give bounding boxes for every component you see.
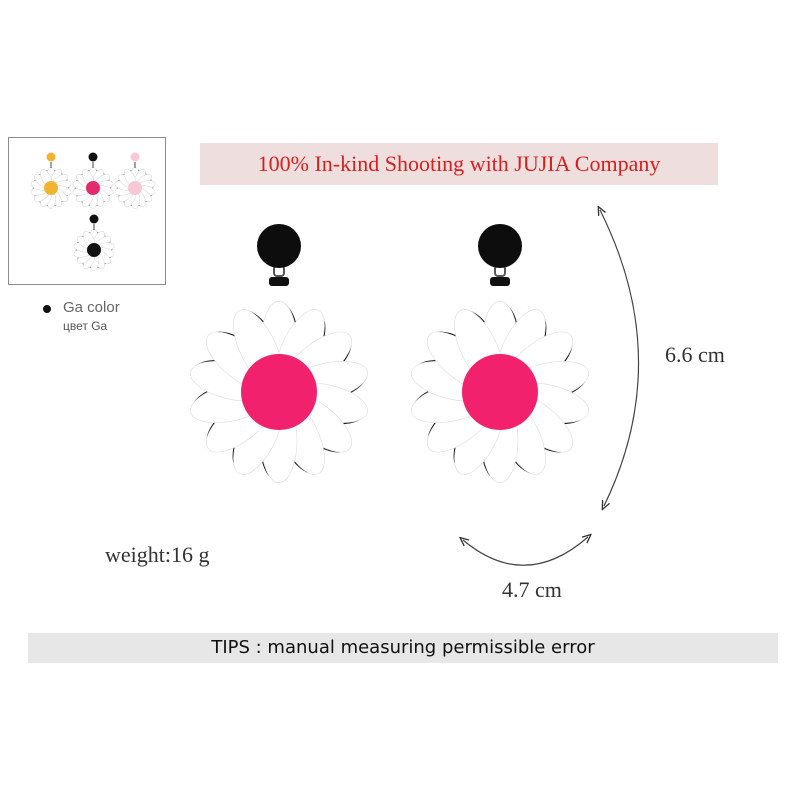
weight-label: weight:16 g <box>105 542 210 567</box>
connector <box>490 277 510 286</box>
ear-stud <box>89 214 99 224</box>
height-label: 6.6 cm <box>665 342 725 367</box>
ear-stud <box>130 152 140 162</box>
width-label: 4.7 cm <box>502 577 562 602</box>
headline-banner: 100% In-kind Shooting with JUJIA Company <box>200 143 718 185</box>
variant-light-pink[interactable] <box>114 152 156 209</box>
ear-stud <box>88 152 98 162</box>
connector <box>269 277 289 286</box>
flower-center <box>86 181 100 195</box>
color-sublabel: цвет Ga <box>63 319 108 333</box>
flower-center <box>241 354 317 430</box>
color-label: Ga color <box>63 299 120 316</box>
earring-right <box>411 224 589 483</box>
variant-pink[interactable] <box>72 152 114 209</box>
ear-stud <box>478 224 522 268</box>
ear-stud <box>46 152 56 162</box>
flower-center <box>462 354 538 430</box>
color-variants-thumbnail[interactable] <box>8 137 166 285</box>
tips-bar: TIPS : manual measuring permissible erro… <box>28 633 778 663</box>
color-bullet <box>43 305 51 313</box>
earring-left <box>190 224 368 483</box>
flower-center <box>44 181 58 195</box>
height-arrow <box>600 210 640 506</box>
tips-text: TIPS : manual measuring permissible erro… <box>211 637 595 658</box>
variant-black[interactable] <box>73 214 115 271</box>
variant-yellow[interactable] <box>30 152 72 209</box>
ear-stud <box>257 224 301 268</box>
variants-svg <box>30 152 156 271</box>
flower-center <box>128 181 142 195</box>
flower-center <box>87 243 101 257</box>
headline-text: 100% In-kind Shooting with JUJIA Company <box>257 151 661 176</box>
width-arrow <box>463 537 588 566</box>
